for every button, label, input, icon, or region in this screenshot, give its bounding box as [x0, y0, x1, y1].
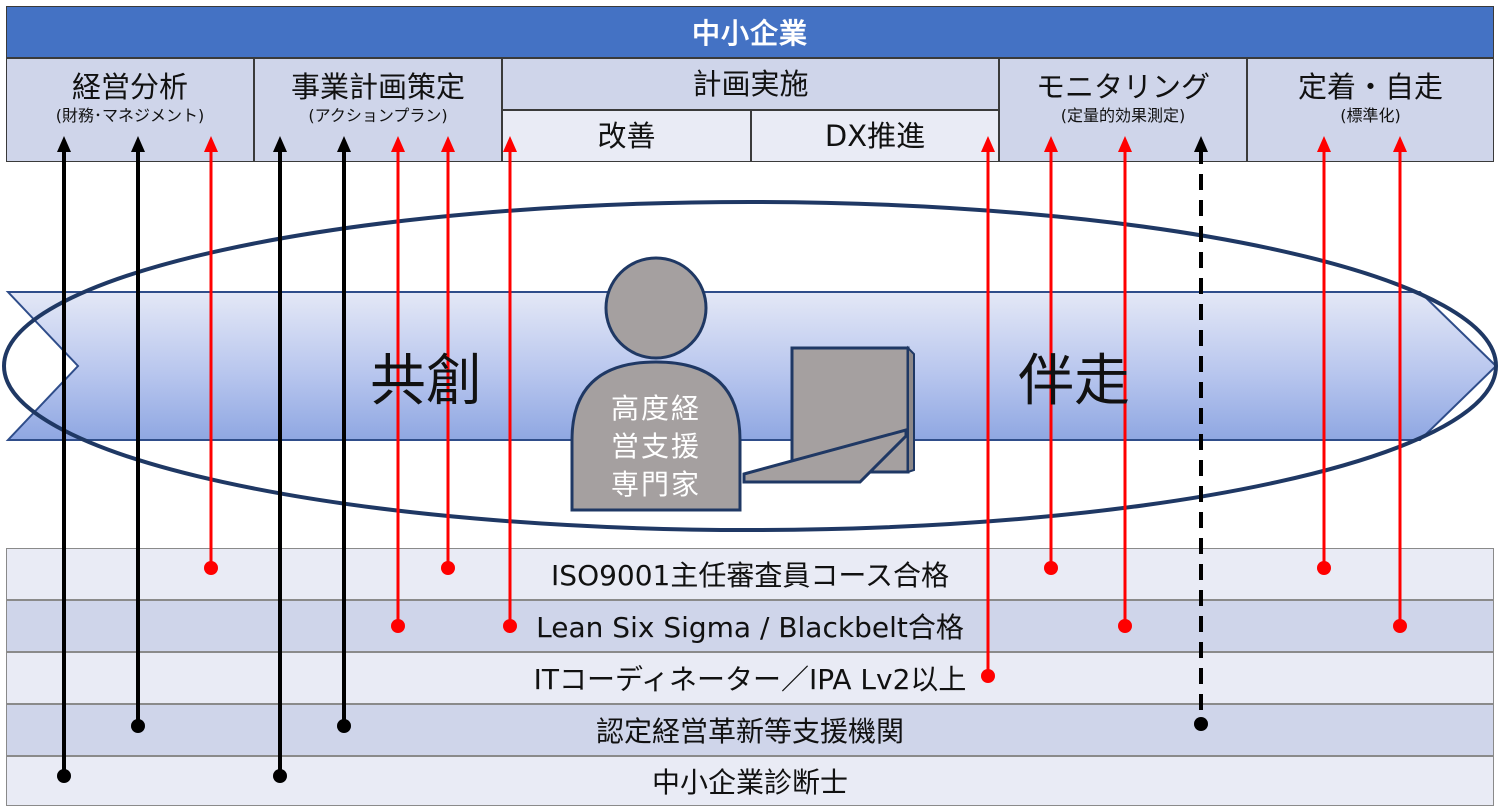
qualification-iso9001: ISO9001主任審査員コース合格 — [6, 548, 1494, 600]
arrow-head-icon — [57, 136, 71, 152]
cocreation-word: 共創 — [370, 349, 482, 414]
endpoint-dot — [1118, 619, 1132, 633]
endpoint-dot — [204, 561, 218, 575]
qualification-label: 中小企業診断士 — [651, 766, 848, 799]
endpoint-dot — [1044, 561, 1058, 575]
phase-execution: 計画実施 — [502, 58, 999, 110]
person-head-icon — [604, 256, 708, 360]
arrow-head-icon — [1393, 136, 1407, 152]
phase-label: 計画実施 — [692, 67, 809, 101]
expert-label: 高度経 営支援 専門家 — [606, 390, 706, 504]
endpoint-dot — [503, 619, 517, 633]
qualification-lean-six-sigma: Lean Six Sigma / Blackbelt合格 — [6, 600, 1494, 652]
accompaniment-word: 伴走 — [1018, 349, 1130, 414]
expert-label-line: 営支援 — [610, 430, 701, 463]
qualification-sme-consultant: 中小企業診断士 — [6, 756, 1494, 806]
header-title: 中小企業 — [691, 17, 808, 50]
link-planning-certified-support — [337, 136, 351, 733]
phase-sublabel: (アクションプラン) — [308, 106, 448, 125]
phase-sublabel: (定量的効果測定) — [1060, 106, 1186, 125]
collaboration-ellipse — [2, 200, 1498, 532]
arrow-head-icon — [204, 136, 218, 152]
qualification-it-coordinator: ITコーディネーター／IPA Lv2以上 — [6, 652, 1494, 704]
endpoint-dot — [441, 561, 455, 575]
header-sme: 中小企業 — [6, 6, 1494, 58]
arrow-head-icon — [1317, 136, 1331, 152]
endpoint-dot — [1317, 561, 1331, 575]
link-monitoring-certified-support — [1194, 136, 1208, 731]
phase-sublabel: (標準化) — [1340, 106, 1401, 125]
laptop-icon — [742, 345, 915, 484]
phase-establishment: 定着・自走 (標準化) — [1247, 58, 1494, 162]
link-monitoring-iso9001 — [1044, 136, 1058, 575]
arrow-head-icon — [337, 136, 351, 152]
connector-lines — [57, 136, 1407, 783]
link-establishment-iso9001 — [1317, 136, 1331, 575]
endpoint-dot — [131, 719, 145, 733]
phase-label: 事業計画策定 — [290, 70, 465, 104]
phase-label: 経営分析 — [71, 70, 188, 104]
link-planning-lean — [391, 136, 405, 633]
link-improvement-lean — [503, 136, 517, 633]
endpoint-dot — [1393, 619, 1407, 633]
phase-planning: 事業計画策定 (アクションプラン) — [254, 58, 502, 162]
phase-child-label: DX推進 — [824, 119, 926, 153]
arrow-head-icon — [1194, 136, 1208, 152]
link-dx-it-coordinator — [981, 136, 995, 683]
expert-label-line: 専門家 — [610, 468, 701, 501]
arrow-head-icon — [131, 136, 145, 152]
endpoint-dot — [391, 619, 405, 633]
link-planning-iso9001 — [441, 136, 455, 575]
phase-sublabel: (財務･マネジメント) — [55, 106, 205, 125]
endpoint-dot — [273, 769, 287, 783]
arrow-head-icon — [981, 136, 995, 152]
link-analysis-iso9001 — [204, 136, 218, 575]
arrow-head-icon — [503, 136, 517, 152]
link-planning-sme-consultant — [273, 136, 287, 783]
qualification-label: 認定経営革新等支援機関 — [595, 715, 904, 748]
qualification-certified-support: 認定経営革新等支援機関 — [6, 704, 1494, 756]
endpoint-dot — [981, 669, 995, 683]
phase-label: モニタリング — [1035, 70, 1210, 104]
endpoint-dot — [1194, 717, 1208, 731]
phase-child-label: 改善 — [597, 119, 656, 153]
link-monitoring-lean — [1118, 136, 1132, 633]
link-analysis-sme-consultant — [57, 136, 71, 783]
qualification-label: ITコーディネーター／IPA Lv2以上 — [533, 663, 967, 696]
link-analysis-certified-support — [131, 136, 145, 733]
arrow-head-icon — [1044, 136, 1058, 152]
phase-label: 定着・自走 — [1297, 70, 1443, 104]
arrow-head-icon — [391, 136, 405, 152]
phase-improvement: 改善 — [502, 110, 751, 162]
endpoint-dot — [337, 719, 351, 733]
phase-dx: DX推進 — [751, 110, 999, 162]
person-body-icon — [570, 360, 742, 512]
endpoint-dot — [57, 769, 71, 783]
qualification-label: Lean Six Sigma / Blackbelt合格 — [536, 611, 964, 644]
expert-label-line: 高度経 — [610, 392, 701, 425]
arrow-head-icon — [441, 136, 455, 152]
process-band — [5, 291, 1498, 441]
qualification-label: ISO9001主任審査員コース合格 — [551, 559, 949, 592]
arrow-head-icon — [1118, 136, 1132, 152]
link-establishment-lean — [1393, 136, 1407, 633]
arrow-head-icon — [273, 136, 287, 152]
